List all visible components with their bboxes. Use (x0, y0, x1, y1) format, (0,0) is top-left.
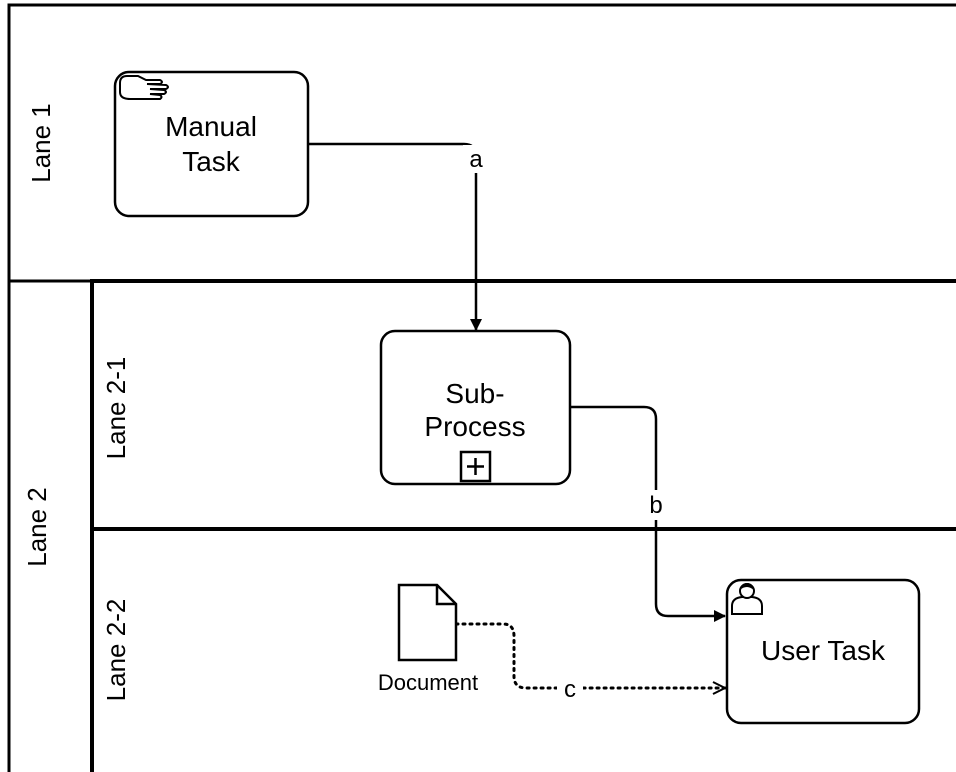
plus-marker-icon[interactable] (459, 450, 492, 483)
manual-task-label-line1: Manual (165, 111, 257, 142)
sequence-flow-a[interactable]: a (308, 142, 489, 331)
user-icon (731, 583, 763, 615)
manual-task[interactable]: Manual Task (113, 70, 310, 218)
lane-1-title: Lane 1 (26, 103, 56, 183)
sub-process-label-line2: Process (424, 411, 525, 442)
sub-process[interactable]: Sub- Process (379, 329, 572, 486)
user-task[interactable]: User Task (725, 578, 921, 725)
user-task-label: User Task (761, 635, 886, 666)
hand-icon (119, 75, 169, 100)
flow-label-c: c (564, 676, 576, 703)
document-data-object[interactable]: Document (378, 583, 478, 695)
lane-2-title: Lane 2 (22, 487, 52, 567)
lane-2-2-title: Lane 2-2 (101, 599, 131, 702)
sub-process-label-line1: Sub- (445, 378, 504, 409)
document-label: Document (378, 670, 478, 695)
sequence-flow-b[interactable]: b (570, 405, 726, 622)
lane-2-1-title: Lane 2-1 (101, 357, 131, 460)
data-association-c[interactable]: c (454, 622, 727, 703)
flow-label-b: b (649, 492, 662, 519)
document-icon (397, 583, 458, 662)
manual-task-label-line2: Task (182, 146, 241, 177)
flow-label-a: a (469, 146, 483, 173)
